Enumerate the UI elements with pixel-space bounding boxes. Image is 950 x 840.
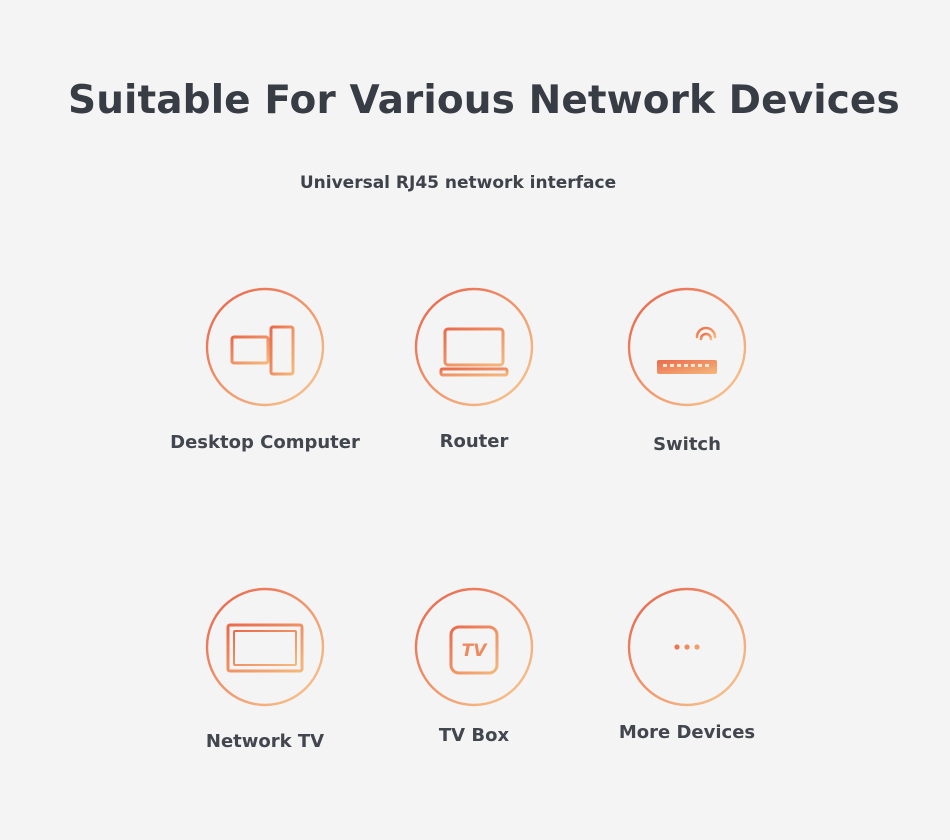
device-label: Switch [653, 434, 721, 455]
more-dots-icon [627, 587, 747, 707]
router-wifi-icon [627, 287, 747, 407]
desktop-computer-icon [205, 287, 325, 407]
page-subtitle: Universal RJ45 network interface [299, 173, 617, 193]
laptop-icon [414, 287, 534, 407]
page-title: Suitable For Various Network Devices [68, 78, 900, 123]
device-label: Router [439, 431, 509, 452]
tv-box-icon: TV [414, 587, 534, 707]
tv-monitor-icon [205, 587, 325, 707]
device-label: TV Box [438, 725, 510, 746]
device-label: Desktop Computer [170, 432, 360, 453]
device-label: Network TV [205, 731, 325, 752]
device-label: More Devices [618, 722, 756, 743]
tv-box-icon-text: TV [462, 641, 489, 661]
